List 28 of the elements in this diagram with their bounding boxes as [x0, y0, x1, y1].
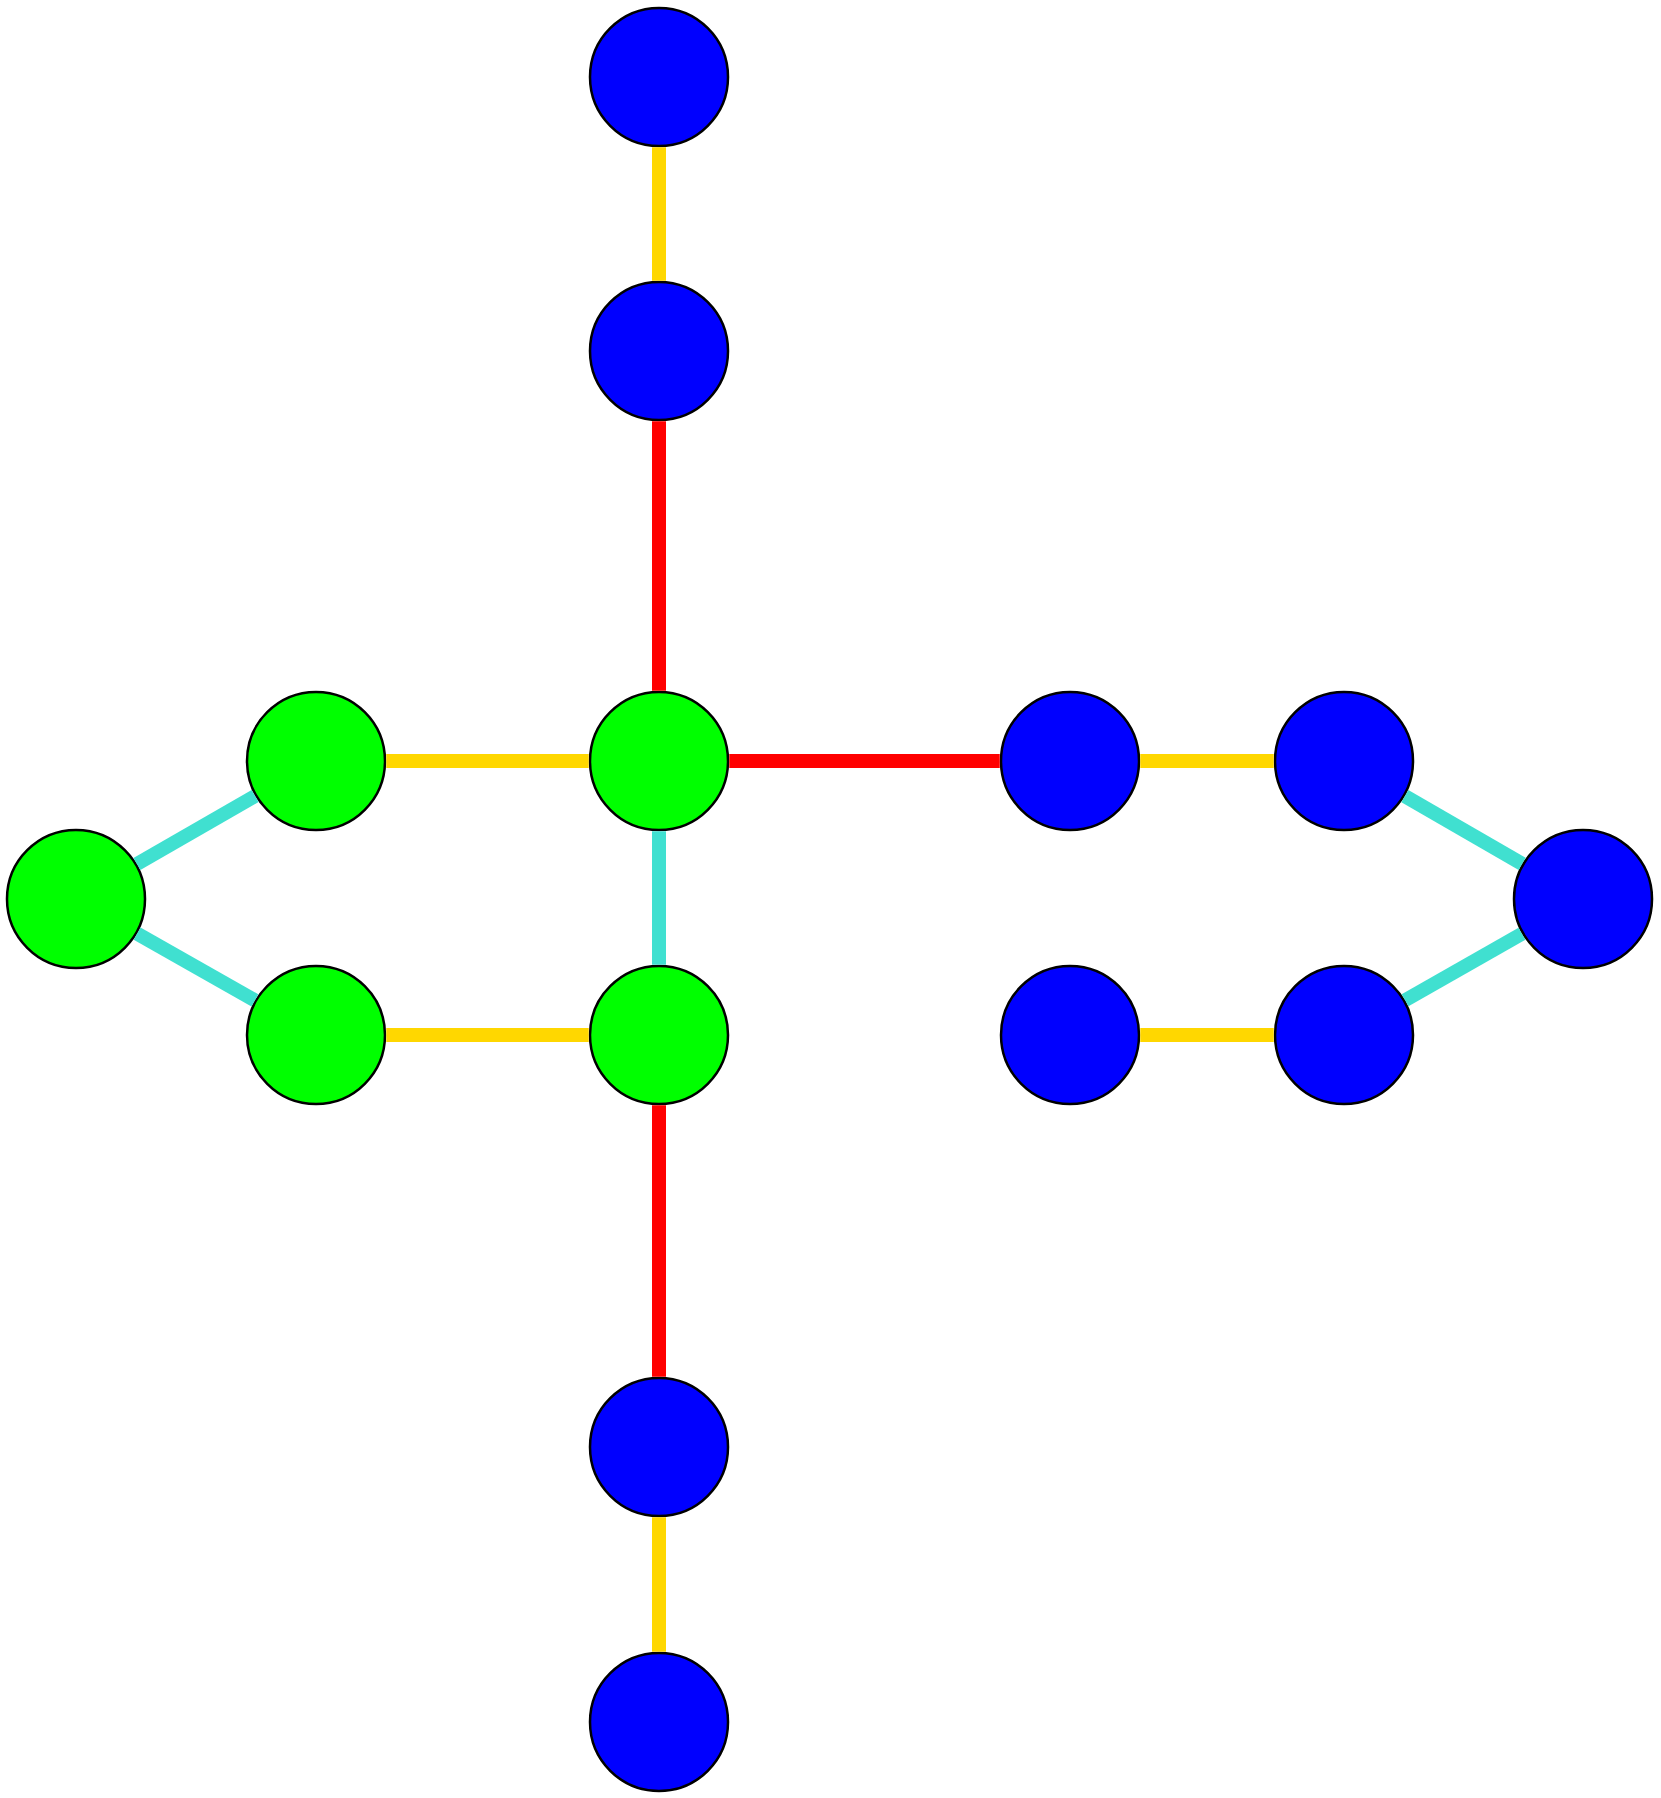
connector-line — [133, 927, 259, 1007]
connector-line — [652, 831, 666, 965]
circle-node — [1512, 828, 1654, 970]
circle-node — [588, 6, 730, 148]
circle-node — [588, 1376, 730, 1518]
circle-node — [588, 280, 730, 422]
connector-line — [652, 421, 666, 691]
connector-line — [386, 1028, 589, 1042]
connector-line — [133, 789, 259, 871]
connector-line — [729, 754, 1000, 768]
connector-line — [1140, 754, 1274, 768]
circle-node — [5, 828, 147, 970]
circle-node — [588, 964, 730, 1106]
connector-line — [652, 1105, 666, 1377]
circle-node — [1273, 964, 1415, 1106]
circle-node — [245, 964, 387, 1106]
connector-line — [652, 147, 666, 281]
circle-node — [588, 1651, 730, 1793]
connector-line — [1140, 1028, 1274, 1042]
circle-node — [588, 690, 730, 832]
connector-line — [386, 754, 589, 768]
connector-line — [652, 1517, 666, 1652]
circle-node — [1273, 690, 1415, 832]
connector-line — [1401, 790, 1526, 870]
circle-node — [999, 964, 1141, 1106]
circle-node — [245, 690, 387, 832]
connector-line — [1401, 927, 1526, 1007]
circle-node — [999, 690, 1141, 832]
